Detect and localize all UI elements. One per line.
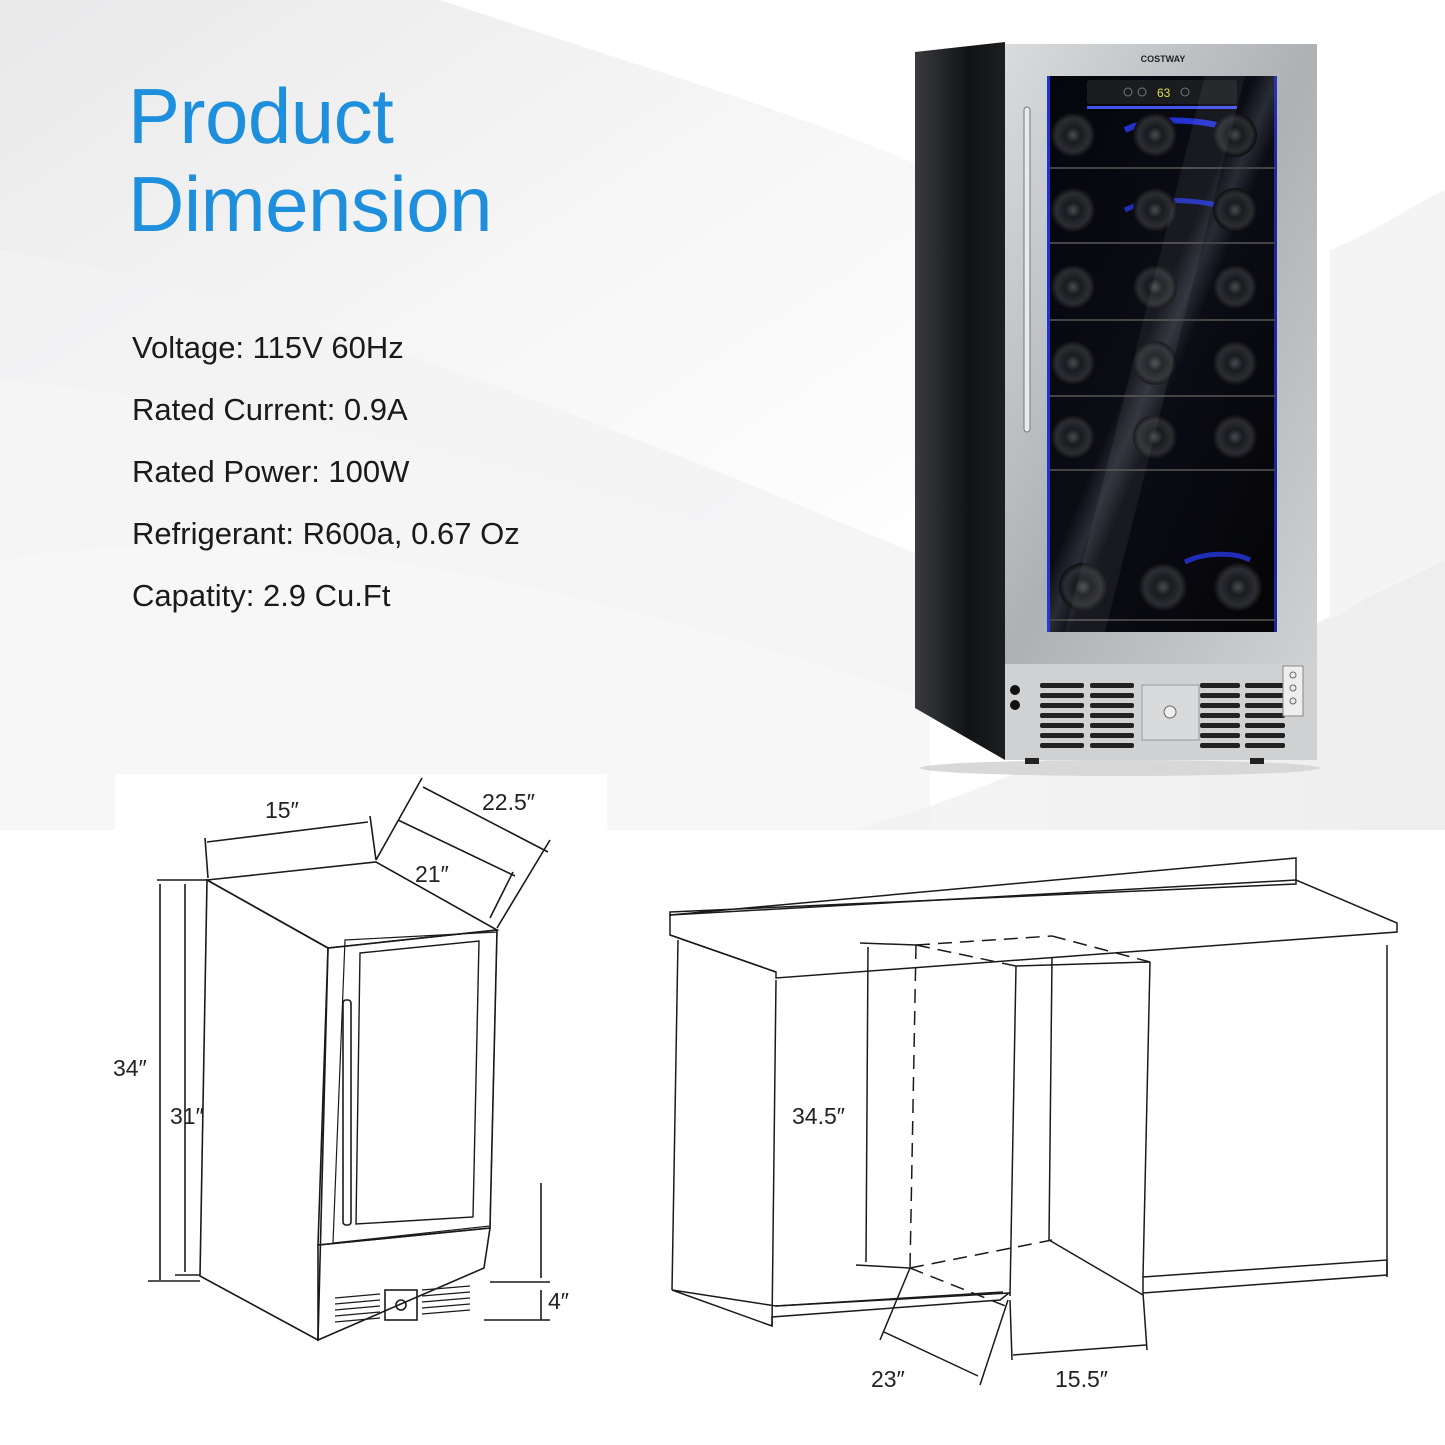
dim-height-total: 34″	[113, 1055, 147, 1081]
dim-opening-width: 15.5″	[1055, 1366, 1108, 1392]
power-button-icon	[1137, 87, 1147, 97]
brand-logo: COSTWAY	[1141, 54, 1186, 64]
unit-button-icon	[1180, 87, 1190, 97]
temperature-display: 63	[1157, 86, 1171, 100]
lock-icon	[1163, 705, 1177, 719]
product-photo: COSTWAY 63	[915, 42, 1320, 776]
unit-drawing-panel	[115, 774, 607, 1354]
spec-list: Voltage: 115V 60Hz Rated Current: 0.9A R…	[132, 326, 520, 636]
title-line-2: Dimension	[128, 160, 492, 248]
page-title: Product Dimension	[128, 72, 492, 248]
spec-voltage: Voltage: 115V 60Hz	[132, 330, 404, 365]
dim-depth-with-door: 22.5″	[482, 789, 535, 815]
spec-capacity: Capatity: 2.9 Cu.Ft	[132, 578, 391, 613]
dim-depth: 21″	[415, 861, 449, 887]
title-line-1: Product	[128, 72, 394, 160]
dim-opening-depth: 23″	[871, 1366, 905, 1392]
spec-refrigerant: Refrigerant: R600a, 0.67 Oz	[132, 516, 520, 551]
dim-width: 15″	[265, 797, 299, 823]
fridge-side-panel	[915, 42, 1005, 760]
light-button-icon	[1123, 87, 1133, 97]
dim-height-body: 31″	[170, 1103, 204, 1129]
spec-rated-current: Rated Current: 0.9A	[132, 392, 408, 427]
spec-rated-power: Rated Power: 100W	[132, 454, 410, 489]
wine-racks	[1050, 113, 1275, 621]
control-panel	[1087, 80, 1237, 104]
dim-opening-height: 34.5″	[792, 1103, 845, 1129]
door-handle	[1023, 106, 1031, 433]
dim-base-height: 4″	[548, 1288, 569, 1314]
